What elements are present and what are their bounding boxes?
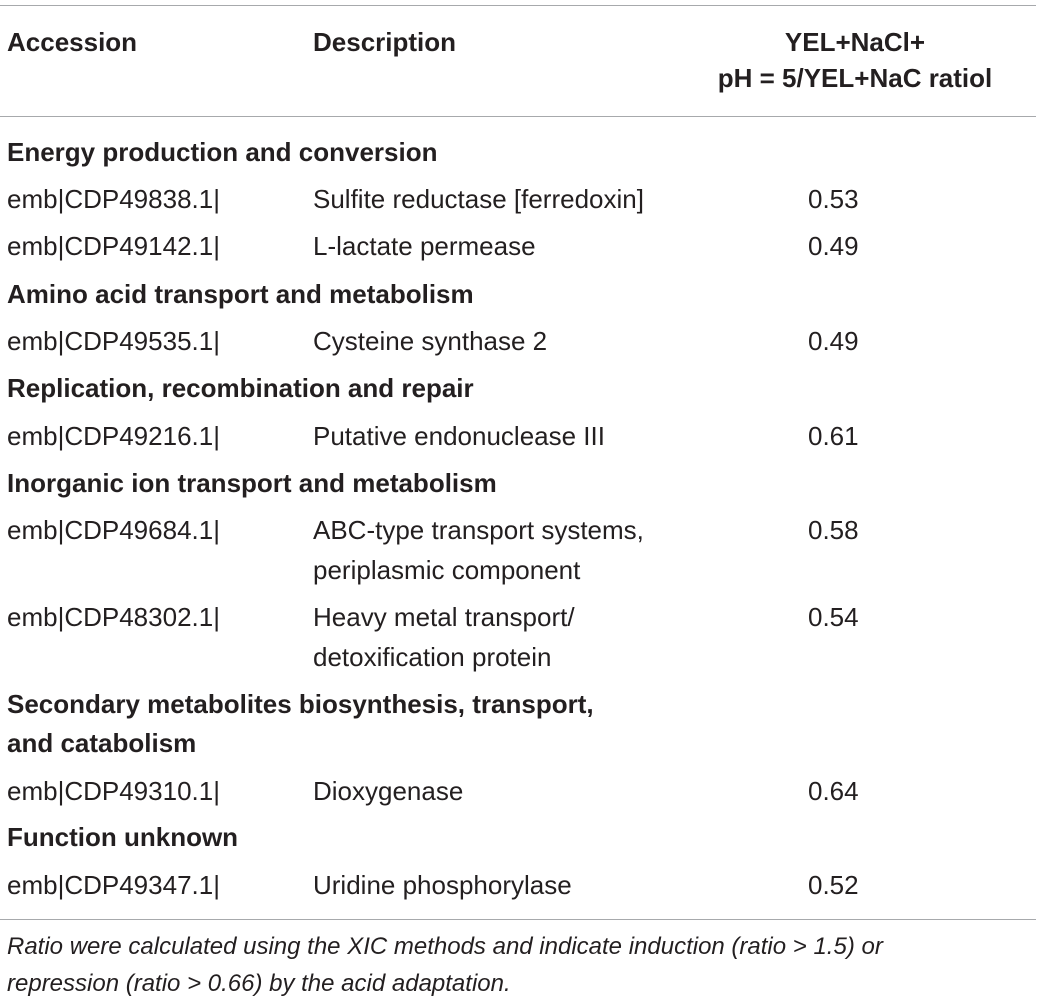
category-heading-line1: Secondary metabolites biosynthesis, tran… (7, 689, 594, 719)
header-ratio: YEL+NaCl+ pH = 5/YEL+NaC ratiol (690, 24, 1020, 96)
header-ratio-line2: pH = 5/YEL+NaC ratiol (717, 63, 993, 93)
category-heading: Inorganic ion transport and metabolism (7, 468, 497, 498)
category-heading: Secondary metabolites biosynthesis, tran… (7, 685, 707, 763)
header-accession: Accession (7, 27, 138, 57)
footnote-line1: Ratio were calculated using the XIC meth… (7, 933, 883, 960)
cell-description-line1: Heavy metal transport/ (313, 602, 575, 632)
cell-accession: emb|CDP48302.1| (7, 602, 220, 632)
cell-accession: emb|CDP49142.1| (7, 231, 220, 261)
category-heading-line2: and catabolism (7, 728, 197, 758)
cell-accession: emb|CDP49347.1| (7, 870, 220, 900)
category-heading: Energy production and conversion (7, 137, 438, 167)
cell-description: Putative endonuclease III (313, 421, 605, 451)
cell-description: L-lactate permease (313, 231, 536, 261)
header-description: Description (313, 27, 457, 57)
cell-ratio: 0.53 (808, 184, 859, 214)
header-ratio-line1: YEL+NaCl+ (784, 27, 926, 57)
header-bottom-rule (0, 116, 1036, 117)
table-bottom-rule (0, 919, 1036, 920)
cell-ratio: 0.54 (808, 602, 859, 632)
cell-description: Uridine phosphorylase (313, 870, 572, 900)
category-heading: Amino acid transport and metabolism (7, 279, 474, 309)
category-heading: Function unknown (7, 822, 239, 852)
cell-ratio: 0.49 (808, 231, 859, 261)
cell-description: Cysteine synthase 2 (313, 326, 548, 356)
table-footnote: Ratio were calculated using the XIC meth… (7, 928, 1037, 1002)
cell-description: Sulfite reductase [ferredoxin] (313, 184, 644, 214)
cell-ratio: 0.64 (808, 776, 859, 806)
cell-ratio: 0.52 (808, 870, 859, 900)
cell-description: Heavy metal transport/ detoxification pr… (313, 597, 713, 677)
footnote-line2: repression (ratio > 0.66) by the acid ad… (7, 970, 511, 997)
cell-ratio: 0.49 (808, 326, 859, 356)
cell-accession: emb|CDP49310.1| (7, 776, 220, 806)
cell-description-line2: detoxification protein (313, 642, 552, 672)
cell-accession: emb|CDP49535.1| (7, 326, 220, 356)
cell-description-line2: periplasmic component (313, 555, 581, 585)
cell-description: ABC-type transport systems, periplasmic … (313, 510, 713, 590)
cell-accession: emb|CDP49838.1| (7, 184, 220, 214)
table-top-rule (0, 5, 1036, 6)
cell-ratio: 0.58 (808, 515, 859, 545)
cell-description-line1: ABC-type transport systems, (313, 515, 644, 545)
cell-accession: emb|CDP49216.1| (7, 421, 220, 451)
cell-accession: emb|CDP49684.1| (7, 515, 220, 545)
category-heading: Replication, recombination and repair (7, 373, 474, 403)
cell-description: Dioxygenase (313, 776, 464, 806)
cell-ratio: 0.61 (808, 421, 859, 451)
